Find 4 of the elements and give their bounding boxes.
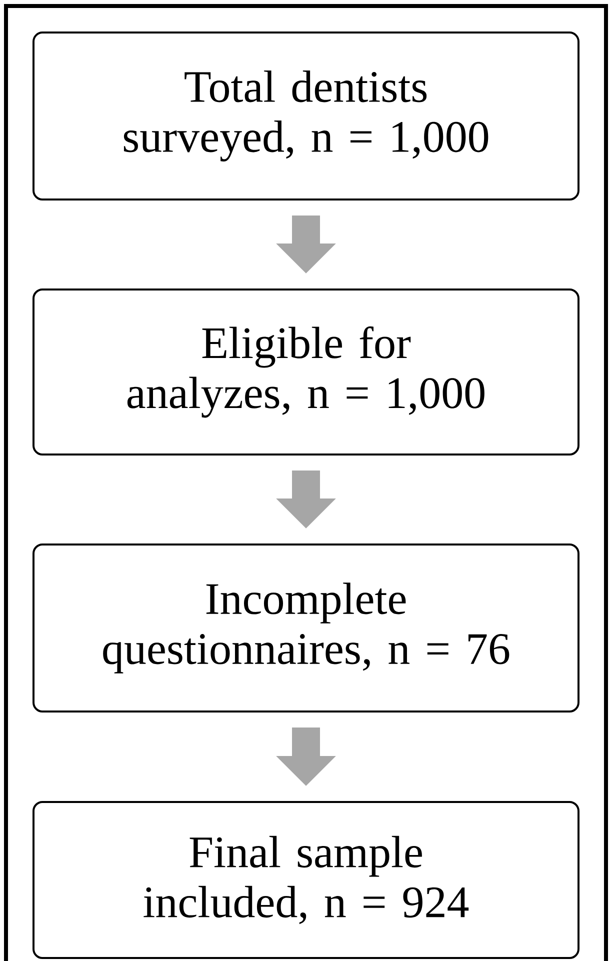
process-box: Eligible for analyzes, n = 1,000 xyxy=(32,288,580,456)
process-box: Total dentists surveyed, n = 1,000 xyxy=(32,32,580,200)
process-box: Final sample included, n = 924 xyxy=(32,801,580,959)
process-box: Incomplete questionnaires, n = 76 xyxy=(32,544,580,712)
